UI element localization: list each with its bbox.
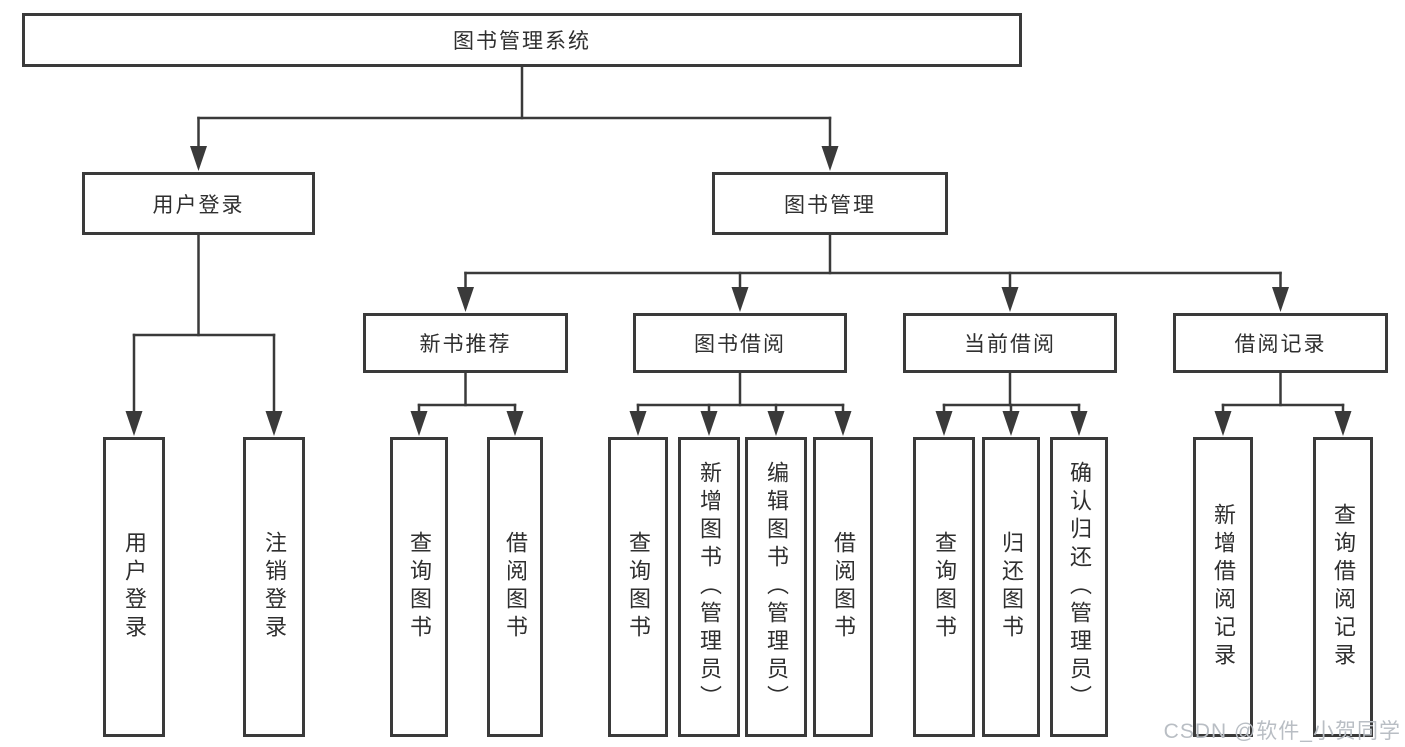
node-logout-leaf: 注销登录 [243, 437, 305, 737]
node-cb-confirm-return: 确认归还（管理员） [1050, 437, 1108, 737]
node-label: 查询图书 [407, 531, 432, 643]
node-br-add-record: 新增借阅记录 [1193, 437, 1253, 737]
node-root: 图书管理系统 [22, 13, 1022, 67]
node-label: 编辑图书（管理员） [764, 461, 789, 713]
node-br-query-record: 查询借阅记录 [1313, 437, 1373, 737]
node-label: 新书推荐 [419, 333, 512, 356]
node-current-borrow: 当前借阅 [903, 313, 1117, 373]
node-user-login: 用户登录 [82, 172, 315, 235]
watermark: CSDN @软件_小贺同学 [1163, 720, 1401, 743]
node-bb-query-books: 查询图书 [608, 437, 668, 737]
node-rec-query-books: 查询图书 [390, 437, 448, 737]
node-label: 当前借阅 [964, 333, 1056, 356]
node-label: 借阅图书 [503, 531, 528, 643]
node-bb-add-books: 新增图书（管理员） [678, 437, 740, 737]
node-label: 用户登录 [122, 531, 147, 643]
node-cb-return-books: 归还图书 [982, 437, 1040, 737]
node-new-book-rec: 新书推荐 [363, 313, 568, 373]
node-login-leaf: 用户登录 [103, 437, 165, 737]
node-label: 查询借阅记录 [1331, 503, 1356, 671]
node-label: 归还图书 [999, 531, 1024, 643]
node-book-borrow: 图书借阅 [633, 313, 847, 373]
node-label: 借阅记录 [1234, 333, 1327, 356]
node-label: 图书借阅 [694, 333, 786, 356]
node-label: 新增借阅记录 [1211, 503, 1236, 671]
node-label: 借阅图书 [831, 531, 856, 643]
node-bb-borrow-books: 借阅图书 [813, 437, 873, 737]
node-book-mgmt: 图书管理 [712, 172, 948, 235]
node-label: 注销登录 [262, 531, 287, 643]
node-label: 查询图书 [626, 531, 651, 643]
node-cb-query-books: 查询图书 [913, 437, 975, 737]
node-rec-borrow-books: 借阅图书 [487, 437, 543, 737]
node-label: 用户登录 [152, 193, 245, 217]
node-label: 图书管理 [784, 193, 876, 217]
node-label: 查询图书 [932, 531, 957, 643]
node-label: 图书管理系统 [453, 30, 591, 53]
node-label: 新增图书（管理员） [697, 461, 722, 713]
node-bb-edit-books: 编辑图书（管理员） [745, 437, 807, 737]
node-label: 确认归还（管理员） [1067, 461, 1092, 713]
node-borrow-records: 借阅记录 [1173, 313, 1388, 373]
